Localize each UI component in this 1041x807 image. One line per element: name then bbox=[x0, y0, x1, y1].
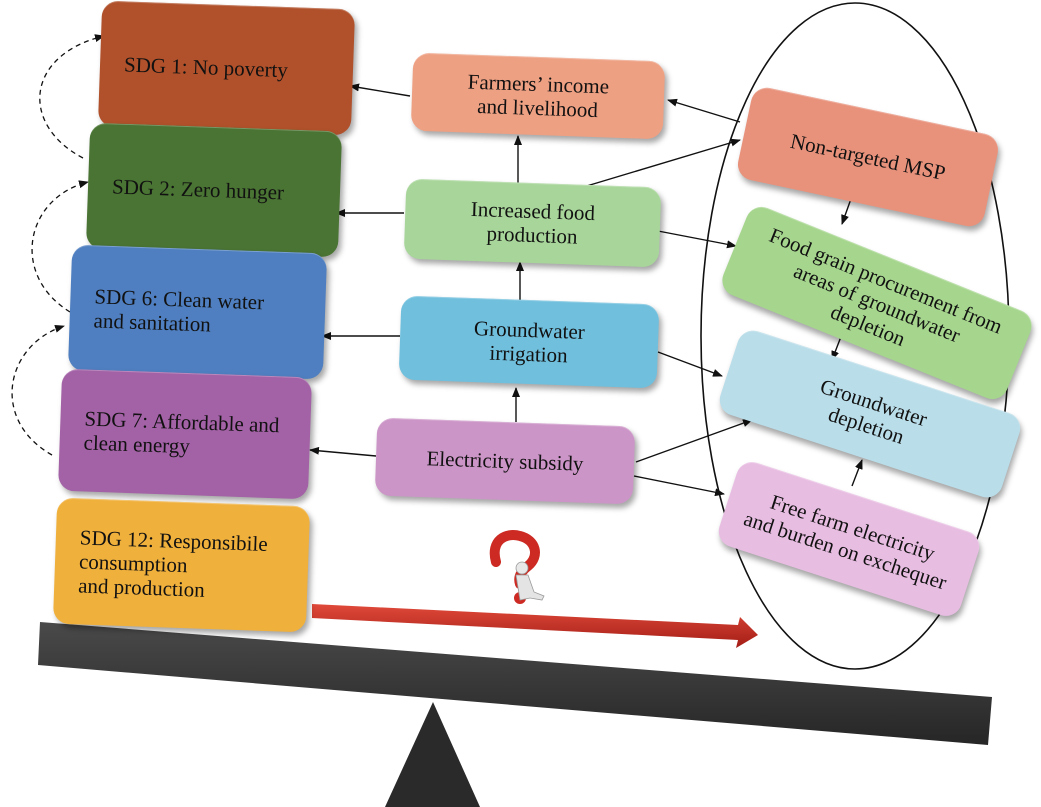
sdg6-box: SDG 6: Clean water and sanitation bbox=[67, 244, 328, 380]
sdg1-box: SDG 1: No poverty bbox=[97, 0, 356, 136]
sdg7-label: SDG 7: Affordable and clean energy bbox=[83, 406, 280, 459]
sdg7-box: SDG 7: Affordable and clean energy bbox=[57, 368, 313, 500]
sdg6-label: SDG 6: Clean water and sanitation bbox=[93, 284, 265, 337]
sdg1-label: SDG 1: No poverty bbox=[123, 52, 289, 83]
seesaw-plank bbox=[38, 622, 992, 745]
question-figure-icon bbox=[489, 530, 545, 604]
non-targeted-msp-label: Non-targeted MSP bbox=[788, 128, 948, 186]
farmers-income-box: Farmers’ income and livelihood bbox=[410, 52, 666, 140]
fulcrum-triangle bbox=[385, 702, 480, 807]
groundwater-irrigation-label: Groundwater irrigation bbox=[473, 315, 586, 368]
electricity-subsidy-label: Electricity subsidy bbox=[426, 446, 584, 476]
food-production-label: Increased food production bbox=[470, 196, 596, 249]
food-production-box: Increased food production bbox=[403, 178, 662, 268]
sdg12-box: SDG 12: Responsibile consumption and pro… bbox=[52, 497, 311, 633]
sdg12-label: SDG 12: Responsibile consumption and pro… bbox=[77, 525, 269, 602]
sdg2-box: SDG 2: Zero hunger bbox=[85, 122, 343, 258]
sdg2-label: SDG 2: Zero hunger bbox=[111, 174, 285, 205]
electricity-subsidy-box: Electricity subsidy bbox=[374, 417, 636, 505]
causal-arrows bbox=[309, 83, 863, 497]
trend-arrow bbox=[312, 604, 758, 648]
groundwater-depletion-label: Groundwater depletion bbox=[817, 373, 931, 449]
sdg-links bbox=[11, 34, 105, 456]
groundwater-irrigation-box: Groundwater irrigation bbox=[398, 295, 660, 389]
farmers-income-label: Farmers’ income and livelihood bbox=[467, 69, 610, 123]
